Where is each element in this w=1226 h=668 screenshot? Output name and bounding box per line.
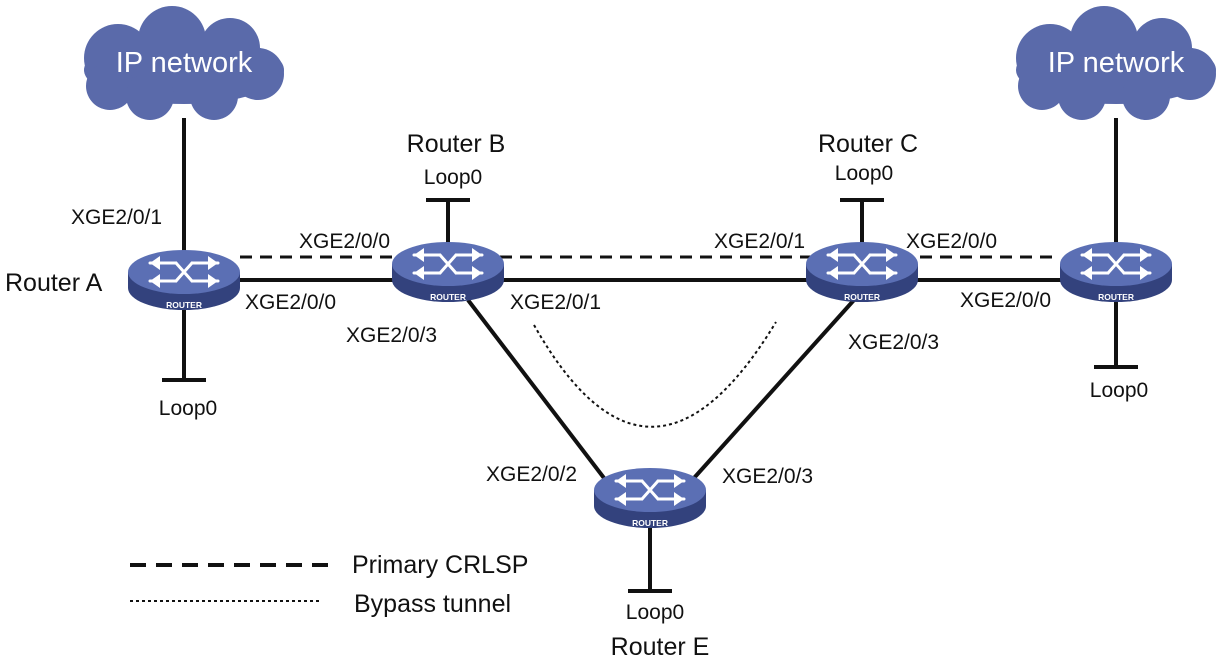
router-d: ROUTER: [1058, 240, 1174, 304]
cloud-right-label: IP network: [1048, 47, 1185, 79]
iface-e-right: XGE2/0/3: [722, 465, 813, 488]
iface-a-top: XGE2/0/1: [71, 206, 162, 229]
iface-b-down: XGE2/0/3: [346, 324, 437, 347]
router-a: ROUTER: [126, 248, 242, 312]
router-b-name: Router B: [407, 130, 506, 158]
svg-text:ROUTER: ROUTER: [430, 292, 466, 302]
loop0-a: Loop0: [159, 397, 217, 420]
legend: Primary CRLSP Bypass tunnel: [130, 551, 528, 618]
iface-a-right: XGE2/0/0: [245, 291, 336, 314]
loop0-c: Loop0: [835, 162, 893, 185]
legend-bypass-label: Bypass tunnel: [354, 590, 511, 618]
cloud-left-label: IP network: [116, 47, 253, 79]
iface-d-left: XGE2/0/0: [960, 289, 1051, 312]
physical-links: [182, 118, 1118, 480]
loop0-e: Loop0: [626, 601, 684, 624]
cloud-right: IP network: [1016, 6, 1216, 120]
iface-b-left: XGE2/0/0: [299, 230, 390, 253]
svg-text:ROUTER: ROUTER: [166, 300, 202, 310]
svg-text:ROUTER: ROUTER: [844, 292, 880, 302]
cloud-left: IP network: [84, 6, 284, 120]
iface-e-left: XGE2/0/2: [486, 463, 577, 486]
router-c: ROUTER: [804, 240, 920, 304]
iface-c-down: XGE2/0/3: [848, 331, 939, 354]
router-e-name: Router E: [611, 633, 710, 661]
loop0-d: Loop0: [1090, 379, 1148, 402]
router-b: ROUTER: [390, 240, 506, 304]
loopback-stubs: [162, 198, 1138, 593]
router-c-name: Router C: [818, 130, 918, 158]
router-a-name: Router A: [5, 269, 103, 297]
svg-text:ROUTER: ROUTER: [632, 518, 668, 528]
svg-text:ROUTER: ROUTER: [1098, 292, 1134, 302]
router-e: ROUTER: [592, 466, 708, 530]
legend-primary-label: Primary CRLSP: [352, 551, 528, 579]
loop0-b: Loop0: [424, 166, 482, 189]
link-b-e: [466, 298, 606, 480]
link-c-e: [692, 298, 856, 480]
iface-b-right: XGE2/0/1: [510, 291, 601, 314]
iface-c-left: XGE2/0/1: [714, 230, 805, 253]
bypass-tunnel-path: [533, 321, 777, 428]
iface-c-right: XGE2/0/0: [906, 230, 997, 253]
